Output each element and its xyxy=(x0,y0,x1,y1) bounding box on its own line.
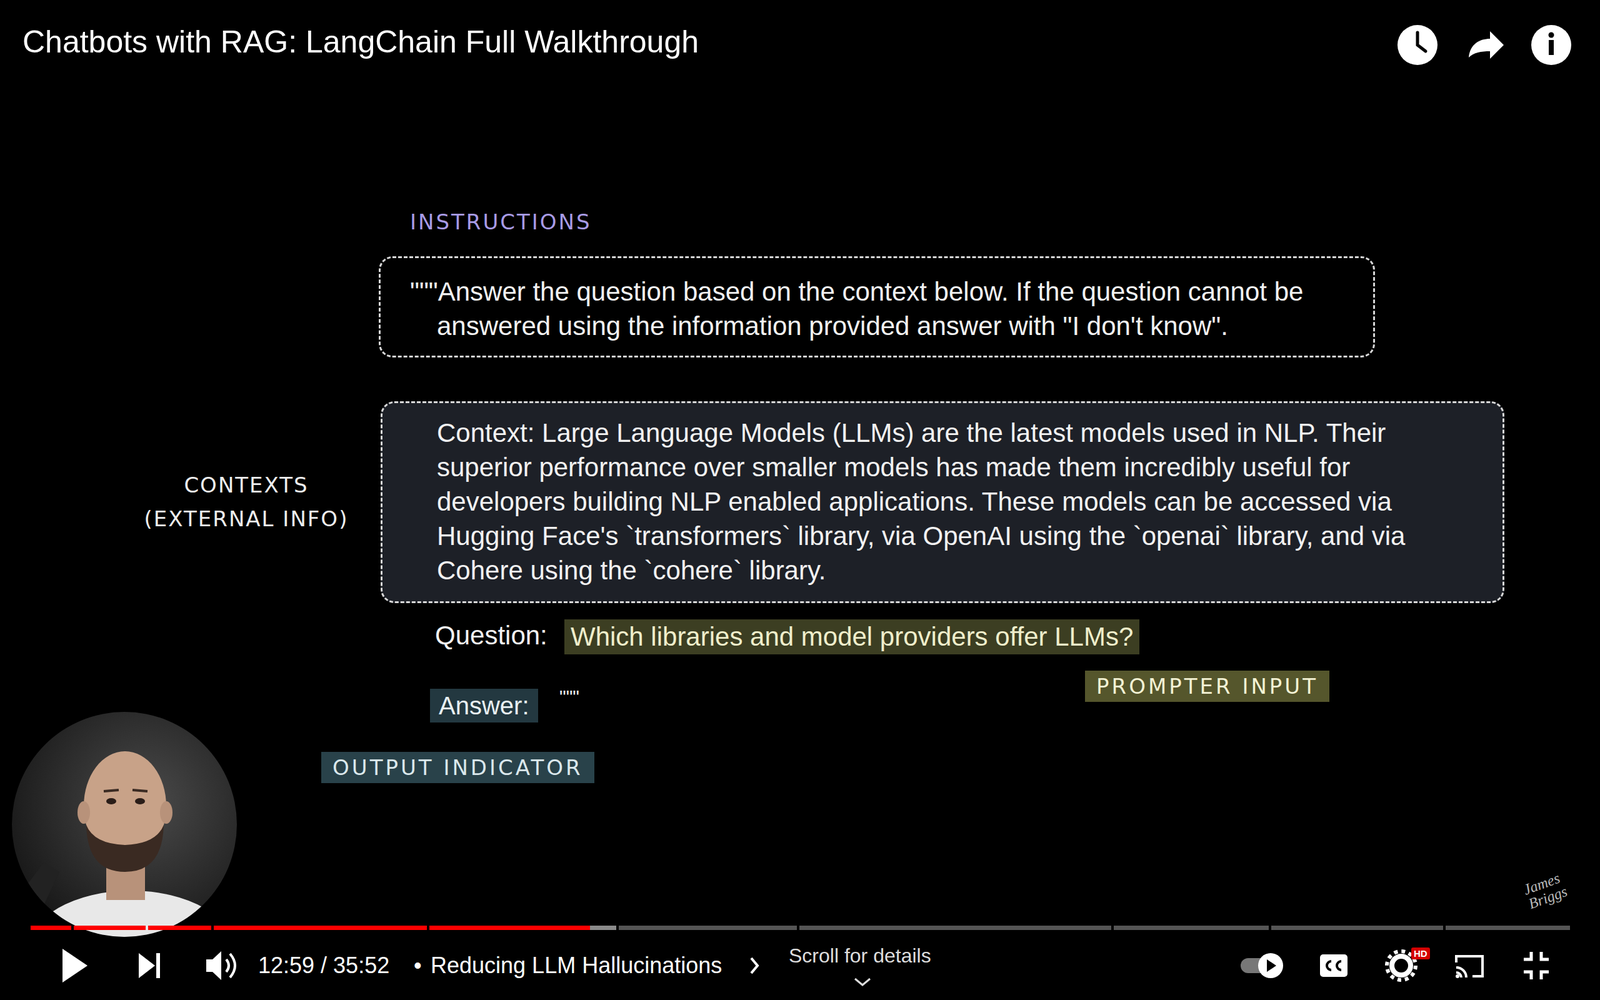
context-box: CONTEXTS (EXTERNAL INFO)Context: Large L… xyxy=(380,401,1505,604)
scroll-hint: Scroll for details xyxy=(788,943,932,968)
prompter-input-tag: PROMPTER INPUT xyxy=(1085,670,1330,702)
webcam-overlay xyxy=(135,798,145,805)
webcam-overlay xyxy=(11,711,237,1000)
instruction-box: INSTRUCTIONS"""Answer the question based… xyxy=(378,256,1375,358)
info-icon xyxy=(1548,40,1554,55)
progress-bar xyxy=(429,925,617,930)
hd-badge: HD xyxy=(1411,947,1430,960)
clock-icon xyxy=(1397,25,1438,65)
play-button xyxy=(62,948,88,983)
progress-bar xyxy=(590,925,617,930)
tag-text: PROMPTER INPUT xyxy=(1096,673,1319,700)
fullscreen-exit-icon xyxy=(1541,971,1549,980)
output-indicator-tag: OUTPUT INDICATOR xyxy=(321,751,595,784)
progress-bar xyxy=(148,925,212,930)
autoplay-toggle xyxy=(1240,953,1284,979)
captions-icon xyxy=(1336,961,1342,970)
scroll-chevron xyxy=(855,978,870,985)
webcam-overlay xyxy=(160,801,173,824)
cast-icon xyxy=(1455,974,1460,979)
chapter-title: Reducing LLM Hallucinations xyxy=(430,952,722,979)
autoplay-toggle xyxy=(1266,959,1277,972)
progress-bar xyxy=(799,925,1112,930)
cast-icon xyxy=(1455,956,1483,979)
progress-bar xyxy=(73,925,146,930)
progress-bar xyxy=(30,925,1570,930)
webcam-overlay xyxy=(77,801,90,824)
info-icon xyxy=(1531,25,1572,65)
video-title: Chatbots with RAG: LangChain Full Walkth… xyxy=(22,23,699,60)
play-button xyxy=(62,948,88,983)
progress-bar xyxy=(618,925,797,930)
chapter-chevron xyxy=(751,958,758,974)
instruction-text: """Answer the question based on the cont… xyxy=(436,274,1349,344)
volume-icon xyxy=(230,953,235,978)
next-button xyxy=(156,953,160,979)
scroll-chevron xyxy=(855,978,870,985)
chapter-bullet: • xyxy=(413,952,422,979)
video-time: 12:59 / 35:52 xyxy=(258,952,390,979)
volume-icon xyxy=(206,951,222,980)
signature: James Briggs xyxy=(1521,866,1579,912)
question-highlight: Which libraries and model providers offe… xyxy=(564,619,1140,655)
section-heading: INSTRUCTIONS xyxy=(410,209,592,235)
share-icon xyxy=(1468,31,1504,59)
tag-text: OUTPUT INDICATOR xyxy=(332,754,584,781)
clock-icon xyxy=(1397,25,1438,65)
cast-icon xyxy=(1456,967,1467,978)
webcam-overlay xyxy=(106,798,117,805)
section-heading: CONTEXTS (EXTERNAL INFO) xyxy=(127,468,365,536)
chapter-chevron xyxy=(751,958,758,974)
webcam-overlay xyxy=(86,825,164,872)
answer-tag: Answer: xyxy=(430,688,539,723)
closing-quotes: """ xyxy=(559,686,580,708)
fullscreen-exit-icon xyxy=(1523,951,1532,960)
next-button xyxy=(138,953,160,979)
webcam-overlay xyxy=(25,862,60,919)
fullscreen-exit-icon xyxy=(1523,971,1532,980)
progress-bar xyxy=(30,925,72,930)
progress-bar xyxy=(1271,925,1444,930)
info-icon xyxy=(1531,25,1572,65)
fullscreen-exit-icon xyxy=(1541,951,1549,960)
fullscreen-exit-icon xyxy=(1523,951,1549,980)
volume-icon xyxy=(226,959,229,972)
captions-icon xyxy=(1320,954,1348,977)
progress-bar xyxy=(30,925,72,930)
webcam-overlay xyxy=(28,890,235,1000)
autoplay-toggle xyxy=(1258,953,1284,979)
progress-bar xyxy=(429,925,590,930)
cast-icon xyxy=(1456,972,1462,978)
clock-icon xyxy=(1417,32,1426,52)
progress-bar xyxy=(1445,925,1570,930)
volume-icon xyxy=(206,951,235,980)
share-icon xyxy=(1468,31,1504,59)
progress-bar xyxy=(1113,925,1269,930)
webcam-overlay xyxy=(103,790,148,792)
progress-bar xyxy=(213,925,427,930)
context-text: Context: Large Language Models (LLMs) ar… xyxy=(436,415,1484,588)
progress-bar xyxy=(213,925,427,930)
progress-bar xyxy=(148,925,212,930)
progress-bar xyxy=(73,925,146,930)
settings-gear xyxy=(1391,956,1411,975)
captions-icon xyxy=(1326,961,1332,970)
captions-icon xyxy=(1320,954,1348,977)
tag-text: Answer: xyxy=(438,690,530,722)
question-text: Which libraries and model providers offe… xyxy=(570,620,1134,654)
info-icon xyxy=(1548,32,1555,39)
question-label: Question: xyxy=(435,619,548,652)
next-button xyxy=(138,953,155,979)
